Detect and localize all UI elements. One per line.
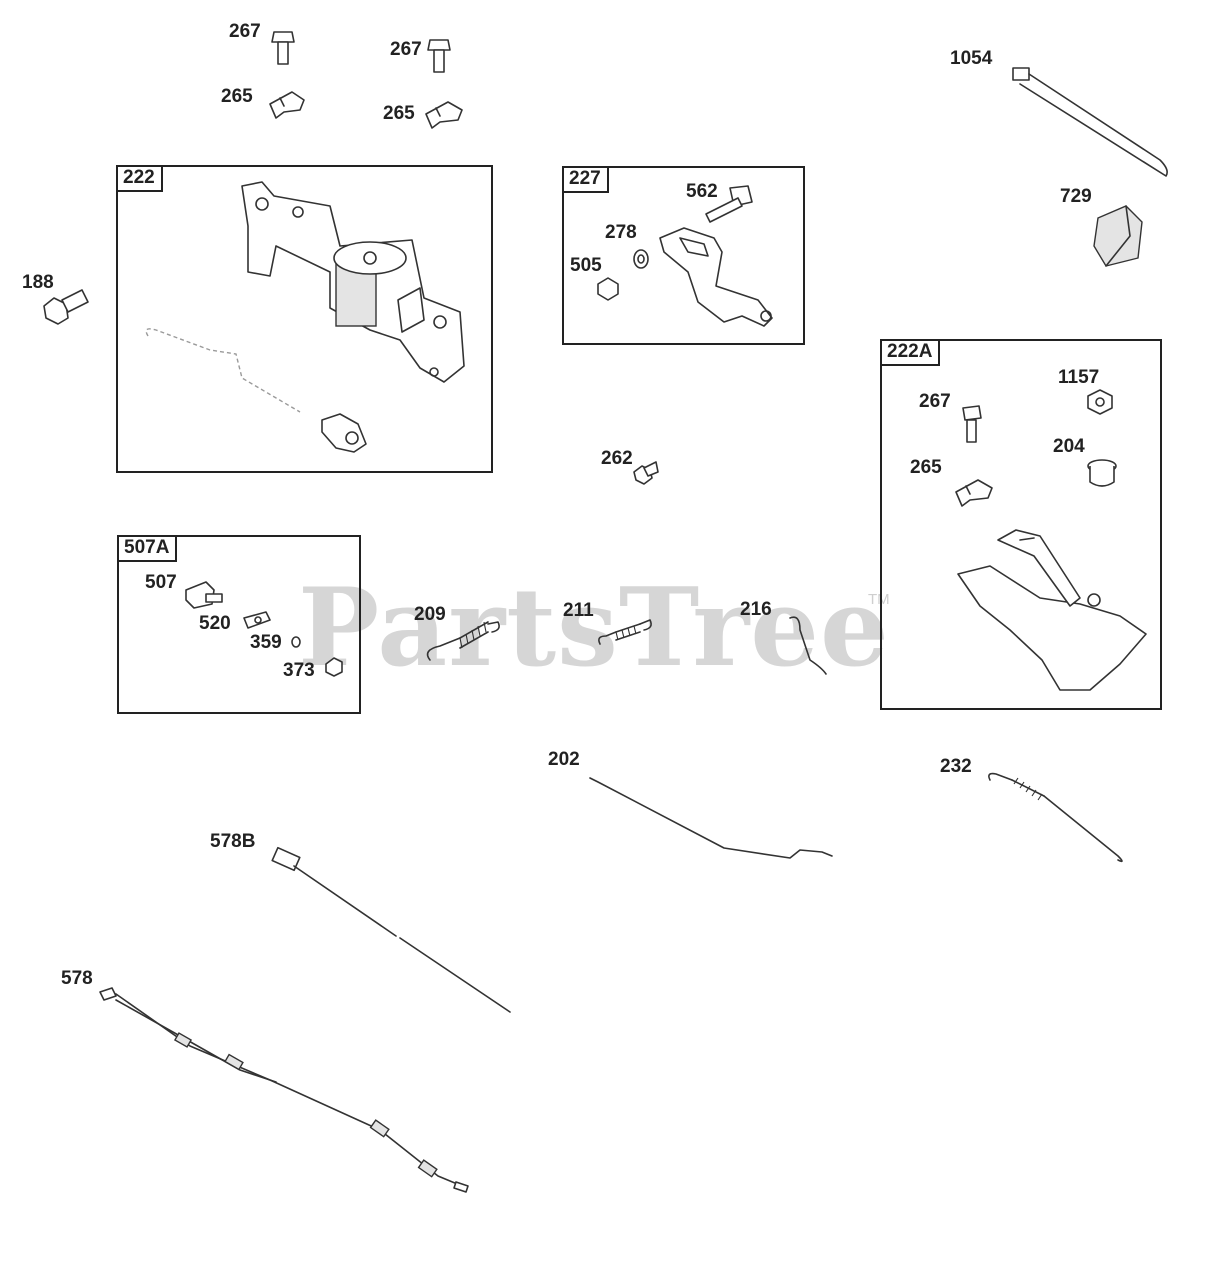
washer-278	[633, 249, 649, 269]
box-tag-507a: 507A	[117, 535, 178, 562]
callout-211: 211	[563, 600, 594, 621]
clip-265-top-left	[269, 91, 305, 119]
governor-bracket-assembly-222	[145, 181, 465, 453]
callout-729: 729	[1060, 186, 1092, 207]
callout-562: 562	[686, 181, 718, 202]
callout-262: 262	[601, 448, 633, 469]
spring-232	[988, 772, 1123, 863]
trademark-symbol: TM	[868, 591, 890, 608]
callout-373: 373	[283, 660, 315, 681]
spring-209	[426, 621, 500, 661]
box-tag-222: 222	[116, 165, 163, 192]
callout-202: 202	[548, 749, 580, 770]
callout-505: 505	[570, 255, 602, 276]
callout-267: 267	[390, 39, 422, 60]
callout-265: 265	[383, 103, 415, 124]
callout-359: 359	[250, 632, 282, 653]
callout-188: 188	[22, 272, 54, 293]
assembly-box-222: 222	[116, 165, 493, 473]
assembly-box-227: 227	[562, 166, 805, 345]
assembly-box-222a: 222A	[880, 339, 1162, 710]
box-tag-227: 227	[562, 166, 609, 193]
cover-729	[1093, 205, 1143, 267]
cable-tie-1054	[1012, 67, 1168, 177]
washer-359	[291, 636, 301, 648]
callout-1157: 1157	[1058, 367, 1100, 388]
nut-373	[325, 657, 343, 677]
screw-262	[633, 461, 659, 485]
nut-1157	[1087, 389, 1113, 415]
cable-578	[99, 987, 469, 1193]
switch-507	[185, 581, 223, 609]
nut-505	[597, 277, 619, 301]
control-bracket-227	[659, 227, 773, 327]
callout-204: 204	[1053, 436, 1085, 457]
callout-232: 232	[940, 756, 972, 777]
screw-267-box	[962, 405, 982, 443]
assembly-box-507a: 507A	[117, 535, 361, 714]
cable-578b	[271, 846, 511, 1013]
bolt-188	[43, 289, 89, 325]
callout-520: 520	[199, 613, 231, 634]
screw-267-top-left	[271, 31, 295, 65]
bolt-562	[705, 185, 753, 223]
callout-209: 209	[414, 604, 446, 625]
clip-265-box	[955, 479, 993, 507]
callout-578: 578	[61, 968, 93, 989]
callout-216: 216	[740, 599, 772, 620]
rod-202	[589, 777, 833, 859]
bracket-520	[243, 611, 271, 629]
screw-267-top-right	[427, 39, 451, 73]
callout-1054: 1054	[950, 48, 993, 69]
callout-265: 265	[221, 86, 253, 107]
callout-278: 278	[605, 222, 637, 243]
spring-216	[789, 616, 827, 675]
spring-211	[598, 619, 652, 645]
partstree-watermark: PartsTree	[298, 565, 890, 691]
callout-507: 507	[145, 572, 177, 593]
clip-265-top-right	[425, 101, 463, 129]
bushing-204	[1087, 459, 1117, 487]
control-plate-assembly-222a	[957, 529, 1147, 691]
callout-578b: 578B	[210, 831, 256, 852]
box-tag-222a: 222A	[880, 339, 941, 366]
callout-267: 267	[919, 391, 951, 412]
callout-267: 267	[229, 21, 261, 42]
callout-265: 265	[910, 457, 942, 478]
